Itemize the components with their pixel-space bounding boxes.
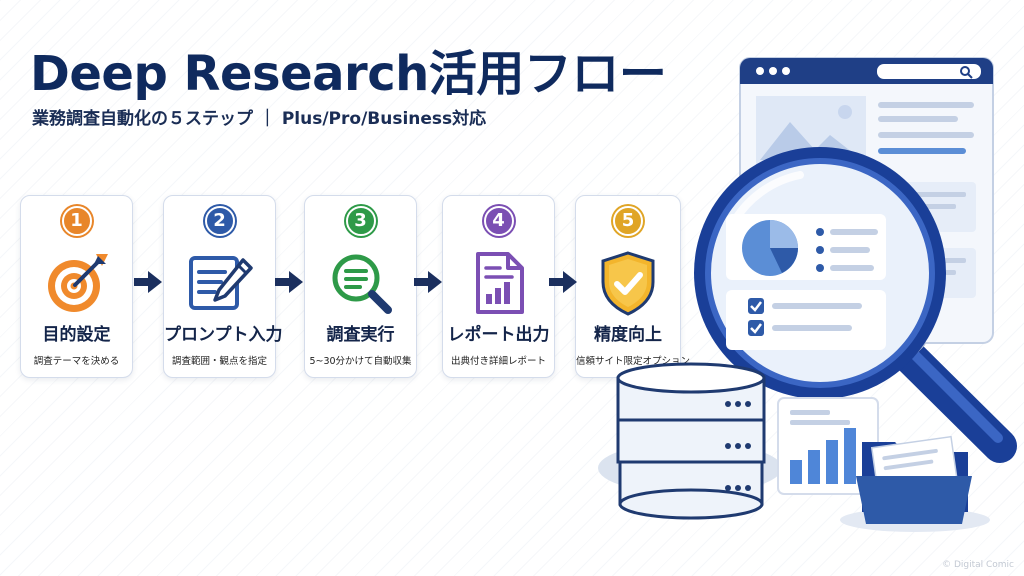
step-card-2: 2 プロンプト入力 調査範囲・観点を指定 [163, 195, 283, 378]
page-subtitle: 業務調査自動化の５ステップ ｜ Plus/Pro/Business対応 [32, 109, 487, 129]
step-card-4: 4 レポート出力 出典付き詳細レポート [442, 195, 555, 378]
step-title: 精度向上 [594, 325, 662, 345]
database-illustration [598, 362, 782, 520]
report-chart-icon [475, 252, 524, 314]
step-card-3: 3 調査実行 5~30分かけて自動収集 [304, 195, 417, 378]
magnifier-lens-illustration [694, 147, 946, 399]
target-icon [47, 254, 108, 312]
step-description: 出典付き詳細レポート [450, 356, 546, 367]
folder-illustration [840, 435, 990, 532]
step-number-badge: 3 [345, 206, 376, 236]
step-description: 調査テーマを決める [33, 356, 120, 367]
page-title: Deep Research活用フロー [30, 46, 667, 102]
step-card-5: 5 精度向上 信頼サイト限定オプション [575, 195, 691, 378]
shield-check-icon [601, 251, 655, 316]
step-number-badge: 2 [204, 206, 235, 236]
step-title: 調査実行 [326, 325, 395, 345]
step-description: 5~30分かけて自動収集 [309, 356, 412, 367]
step-title: レポート出力 [447, 325, 550, 345]
magnifier-icon [332, 254, 392, 314]
flow-arrow [414, 271, 442, 293]
step-number-badge: 5 [613, 206, 643, 236]
step-card-1: 1 目的設定 調査テーマを決める [20, 195, 133, 378]
step-title: 目的設定 [42, 325, 111, 345]
step-number-badge: 4 [483, 206, 514, 236]
watermark: © Digital Comic [942, 560, 1014, 570]
flow-arrow [134, 271, 162, 293]
step-number-badge: 1 [61, 206, 92, 236]
document-pencil-icon [188, 256, 253, 310]
step-description: 調査範囲・観点を指定 [171, 356, 267, 367]
flow-arrow [549, 271, 577, 293]
step-title: プロンプト入力 [164, 325, 283, 345]
bar-chart-document-illustration [777, 397, 879, 495]
flow-arrow [275, 271, 303, 293]
step-description: 信頼サイト限定オプション [576, 356, 691, 367]
